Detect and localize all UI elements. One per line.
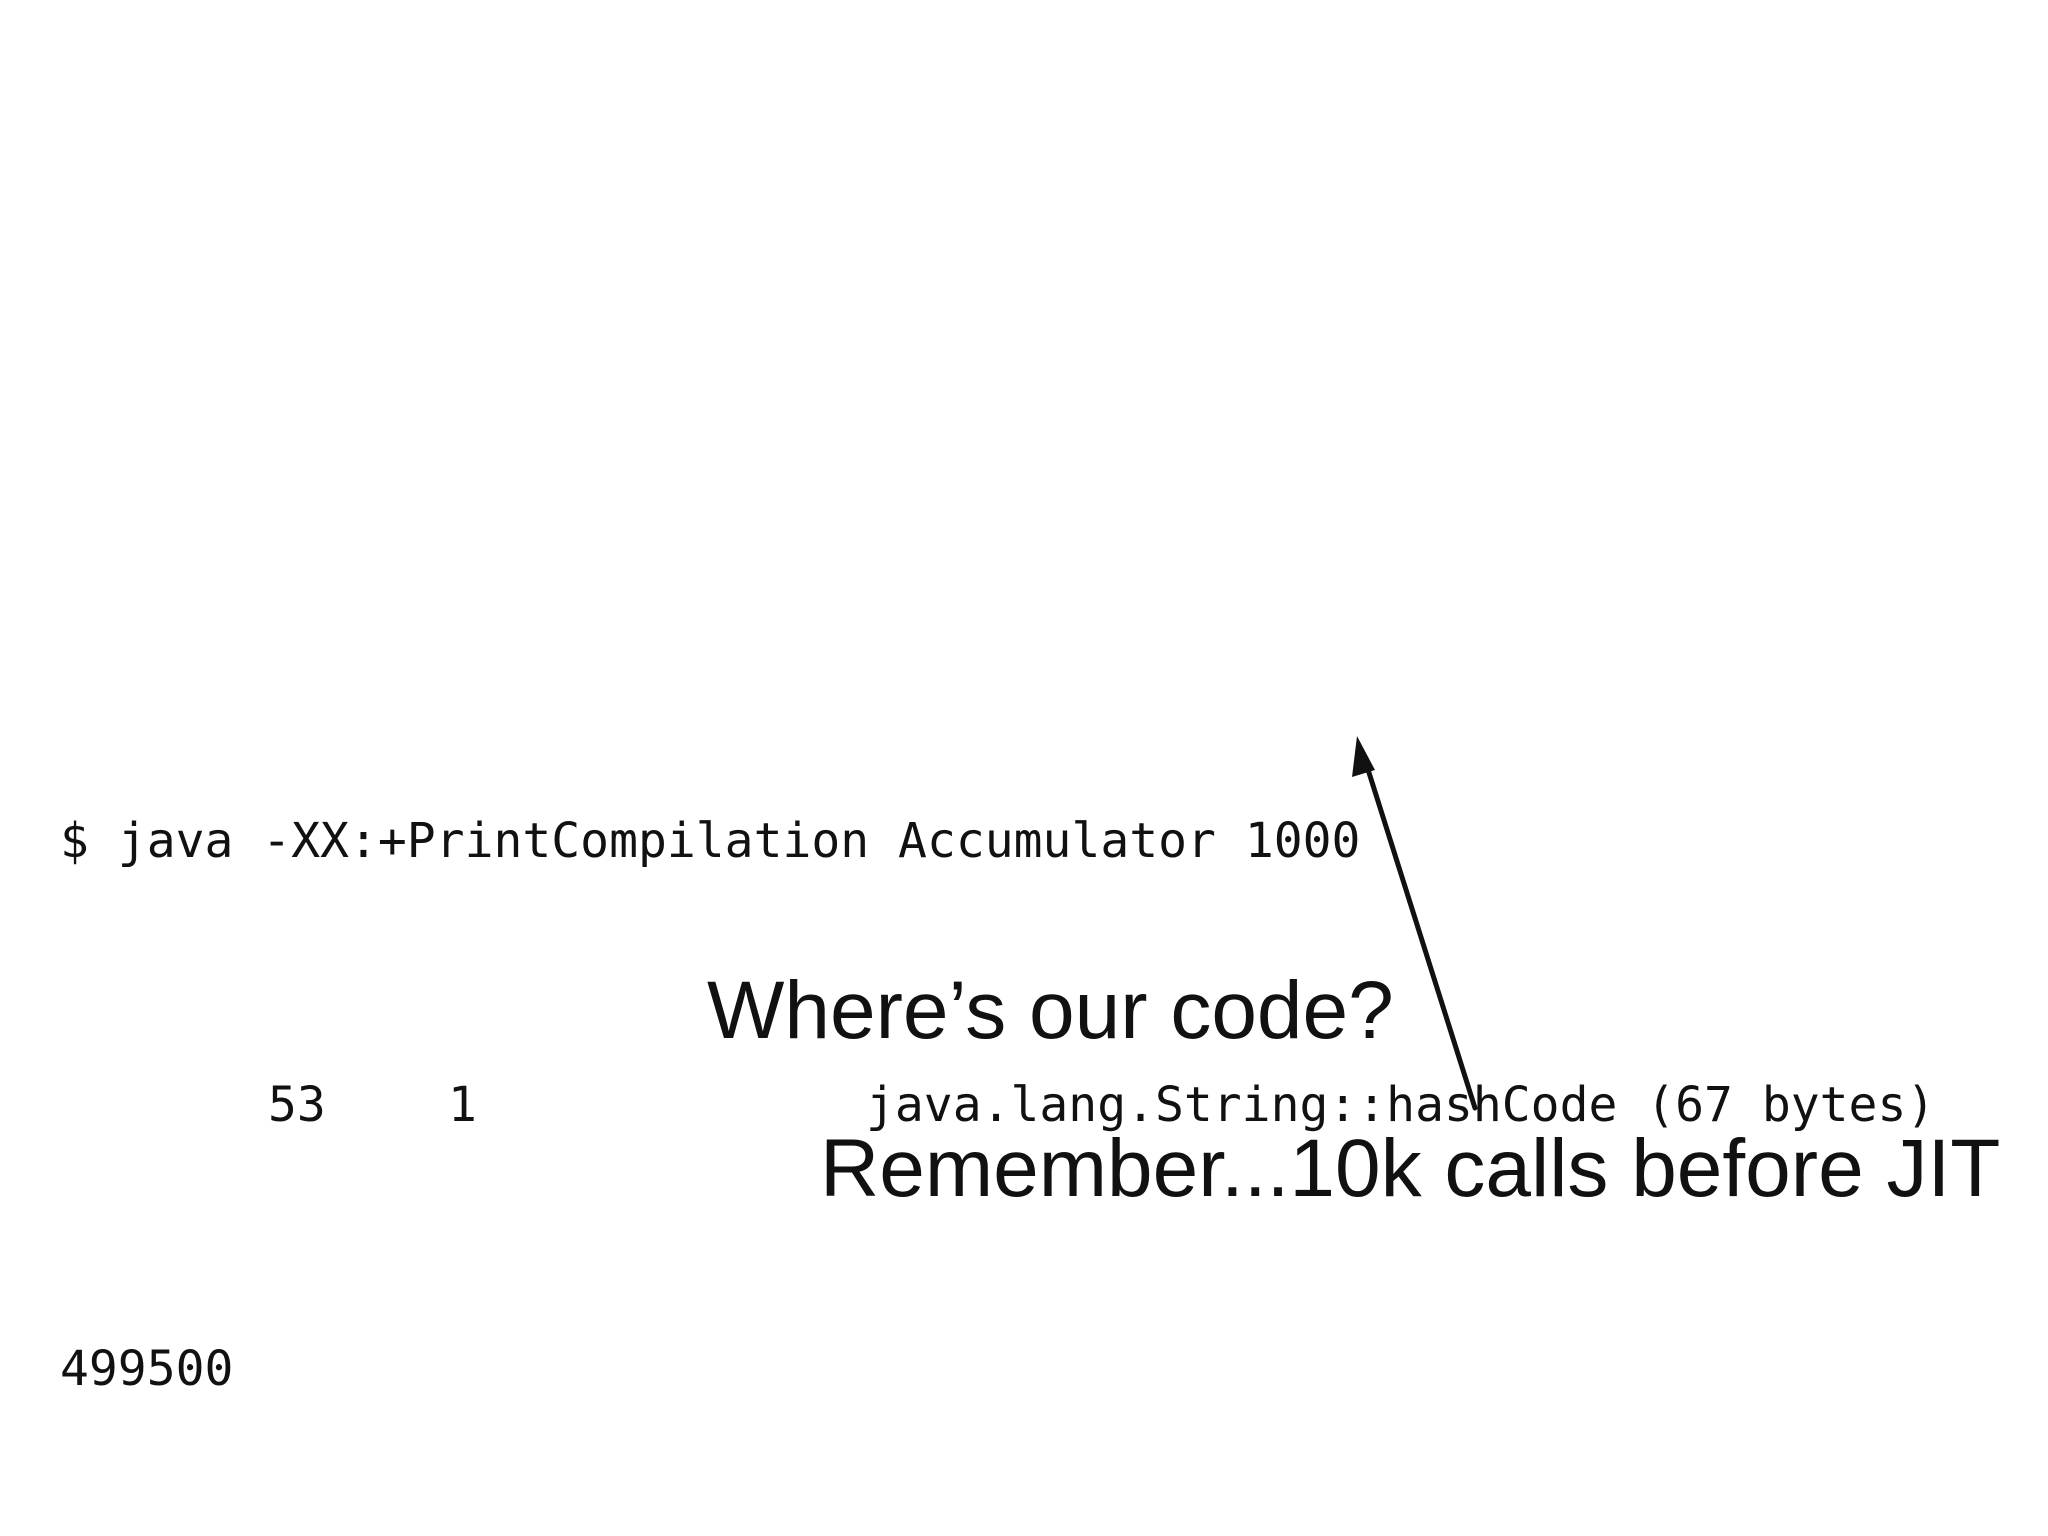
terminal-output: $ java -XX:+PrintCompilation Accumulator… (60, 676, 1935, 1534)
compilation-level: 1 (448, 1077, 477, 1133)
compilation-entry: 53 1 java.lang.String::hashCode (67 byte… (60, 1072, 1935, 1138)
question-callout: Where’s our code? (707, 965, 1394, 1056)
compiled-method: java.lang.String::hashCode (67 bytes) (866, 1077, 1936, 1133)
command-line: $ java -XX:+PrintCompilation Accumulator… (60, 813, 1361, 869)
compilation-id: 53 (268, 1077, 326, 1133)
program-result: 499500 (60, 1341, 234, 1397)
reminder-callout: Remember...10k calls before JIT (820, 1123, 2001, 1214)
